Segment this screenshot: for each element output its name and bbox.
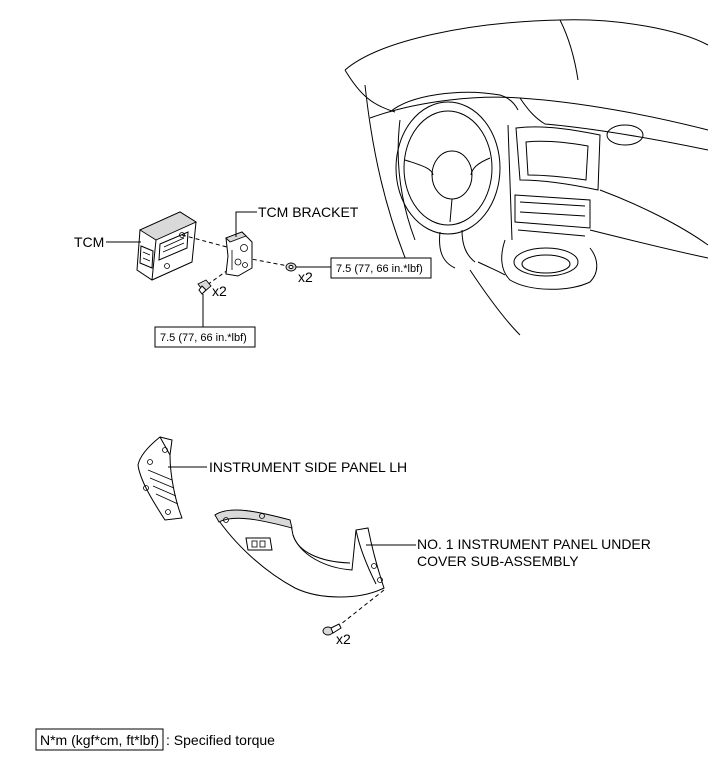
bracket-bolt	[197, 279, 212, 295]
dashboard-illustration	[344, 19, 709, 336]
tcm-label: TCM	[74, 234, 104, 250]
tcm-module	[136, 211, 197, 281]
under-cover-bolt-quantity: x2	[336, 631, 351, 647]
under-cover-bolt-dashed-line	[335, 589, 385, 629]
bracket-to-nut-dashed-line	[245, 257, 289, 267]
bracket-to-bolt-dashed-line	[206, 269, 229, 286]
torque-legend-description: : Specified torque	[166, 732, 275, 748]
bracket-bolt-torque-value: 7.5 (77, 66 in.*lbf)	[160, 332, 247, 344]
bracket-bolt-torque-box	[154, 326, 256, 348]
torque-legend-box	[35, 728, 164, 751]
tcm-bracket-label: TCM BRACKET	[258, 204, 359, 220]
under-cover-label-line2: COVER SUB-ASSEMBLY	[417, 553, 579, 569]
under-cover-label-line1: NO. 1 INSTRUMENT PANEL UNDER	[417, 536, 651, 552]
tcm-bracket	[225, 231, 253, 277]
bracket-nut-torque-value: 7.5 (77, 66 in.*lbf)	[336, 263, 423, 275]
instrument-panel-under-cover	[214, 509, 385, 598]
torque-legend-unit: N*m (kgf*cm, ft*lbf)	[40, 732, 159, 748]
bracket-nut-quantity: x2	[298, 269, 313, 285]
bracket-nut	[285, 262, 297, 272]
tcm-to-bracket-dashed-line	[181, 234, 239, 251]
under-cover-bolt	[322, 623, 342, 636]
tcm-bracket-leader-line	[235, 211, 257, 237]
instrument-side-panel-label: INSTRUMENT SIDE PANEL LH	[209, 459, 407, 475]
bracket-nut-torque-box	[330, 257, 432, 279]
instrument-side-panel-lh	[137, 436, 183, 521]
bracket-bolt-quantity: x2	[212, 283, 227, 299]
